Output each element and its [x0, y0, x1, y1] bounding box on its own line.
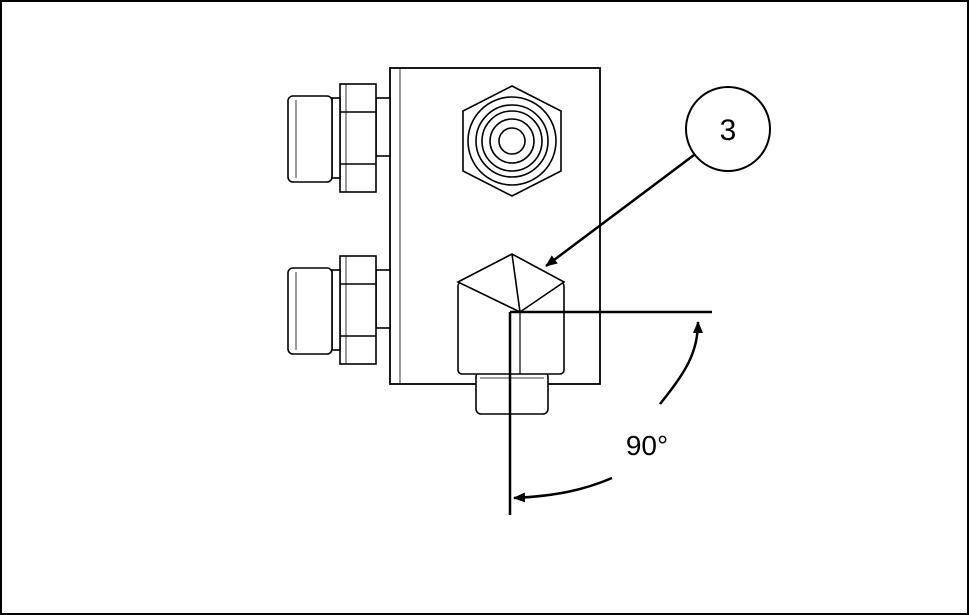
angle-arc [513, 321, 703, 503]
angle-label: 90° [626, 430, 668, 461]
upper-left-fitting [287, 83, 391, 193]
callout-leader-arrow [545, 154, 695, 267]
lower-left-fitting [287, 255, 391, 365]
callout-bubble: 3 [685, 86, 771, 172]
hex-port-fitting [462, 85, 562, 197]
angle-reference-lines [508, 310, 712, 515]
callout-number: 3 [720, 114, 737, 147]
